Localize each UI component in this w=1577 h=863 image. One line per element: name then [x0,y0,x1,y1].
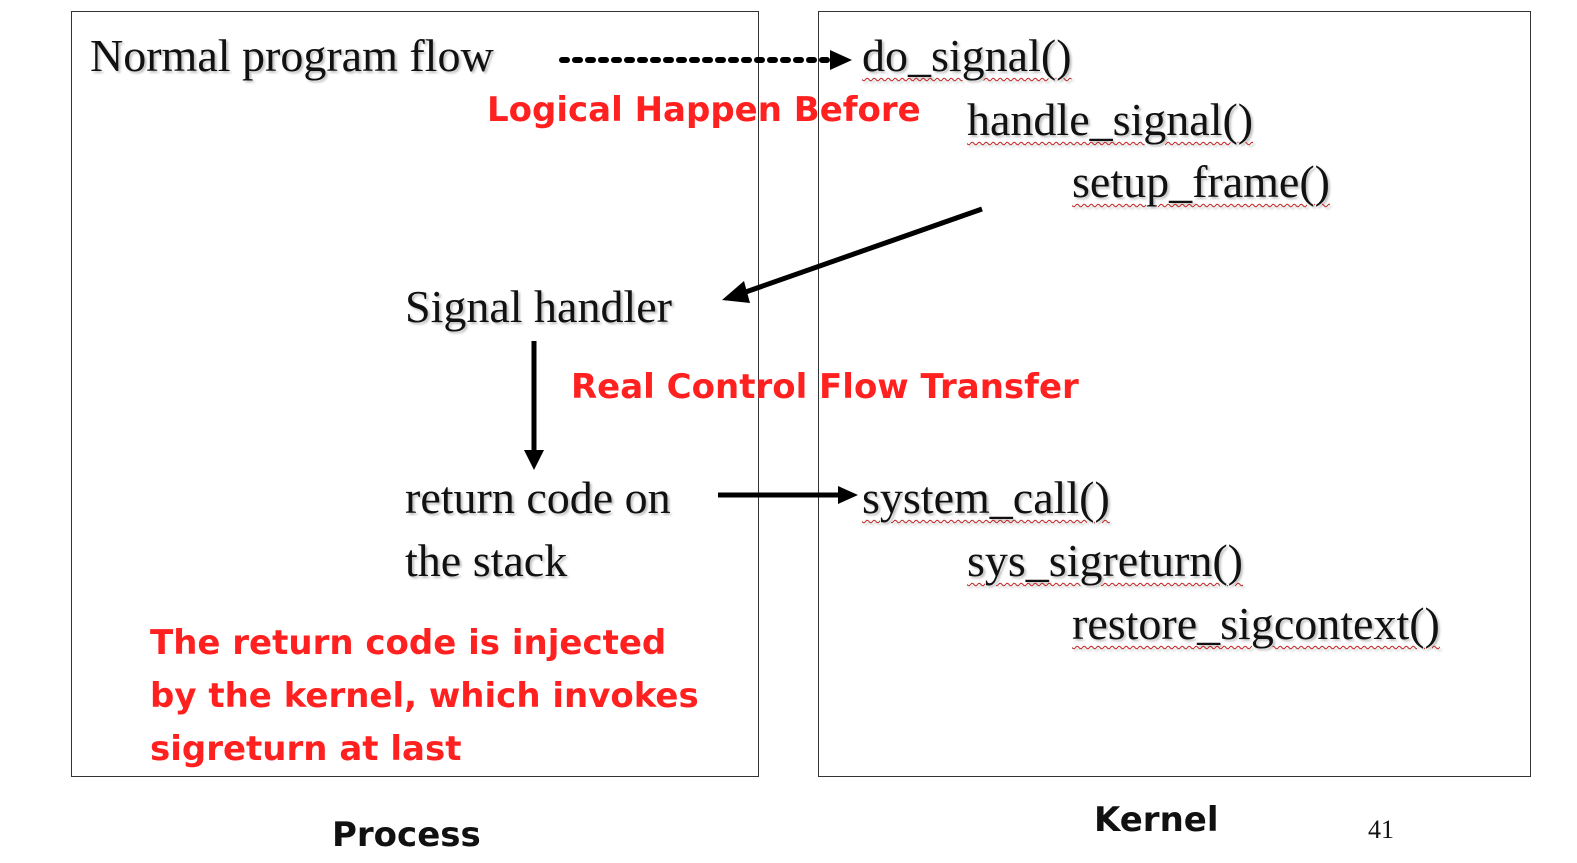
process-box [71,11,759,777]
sys-sigreturn-label: sys_sigreturn() [967,535,1243,586]
kernel-box [818,11,1531,777]
note-line1: The return code is injected [150,623,667,663]
return-code-line1: return code on [405,472,671,523]
signal-handler-label: Signal handler [405,281,672,332]
logical-happen-before-annotation: Logical Happen Before [487,90,921,130]
note-line2: by the kernel, which invokes [150,676,699,716]
note-line3: sigreturn at last [150,729,462,769]
kernel-label: Kernel [1094,800,1219,840]
arrow-return-code-to-system-call [718,486,858,504]
restore-sigcontext-label: restore_sigcontext() [1072,598,1440,649]
real-control-flow-annotation: Real Control Flow Transfer [571,367,1079,407]
do-signal-label: do_signal() [862,30,1072,81]
normal-program-flow-label: Normal program flow [90,30,494,81]
page-number: 41 [1368,815,1394,844]
arrow-setup-frame-to-handler [722,206,983,303]
arrow-handler-to-return-code [524,341,544,470]
setup-frame-label: setup_frame() [1072,156,1330,207]
handle-signal-label: handle_signal() [967,94,1254,145]
system-call-label: system_call() [862,472,1110,523]
process-label: Process [332,815,481,855]
dotted-arrow-to-do-signal [559,50,852,70]
return-code-line2: the stack [405,535,568,586]
